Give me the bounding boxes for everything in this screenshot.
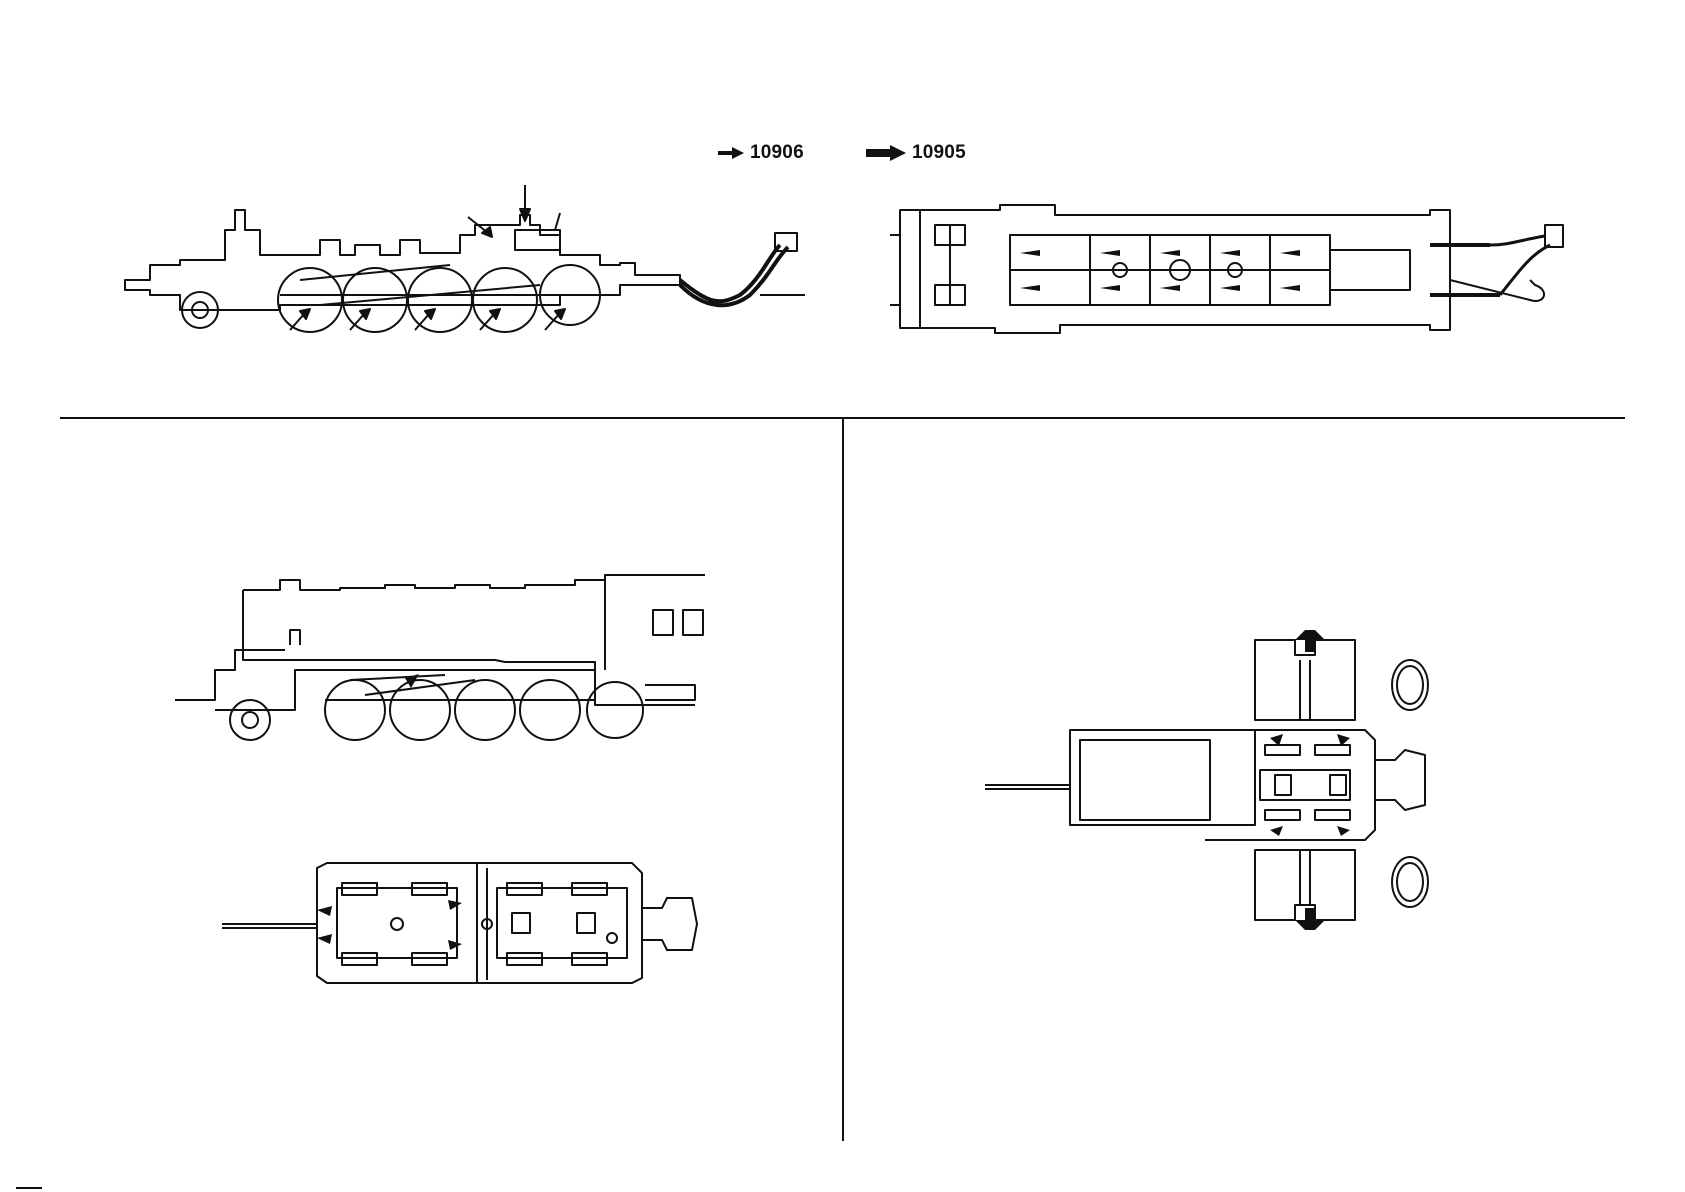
legend-label-10905: 10905 (912, 142, 966, 164)
large-arrow-icon (866, 145, 906, 161)
footer-mark (16, 1187, 42, 1189)
section-divider-vertical (842, 417, 844, 1141)
legend-item-10906: 10906 (718, 142, 804, 164)
locomotive-chassis-side-view (120, 185, 820, 345)
locomotive-with-body-side-view (175, 570, 705, 745)
locomotive-chassis-bottom-view (890, 200, 1565, 340)
tender-bottom-view (222, 858, 712, 988)
legend-label-10906: 10906 (750, 142, 804, 164)
small-arrow-icon (718, 147, 744, 159)
legend-item-10905: 10905 (866, 142, 966, 164)
tender-bogie-removal-view (985, 630, 1445, 930)
